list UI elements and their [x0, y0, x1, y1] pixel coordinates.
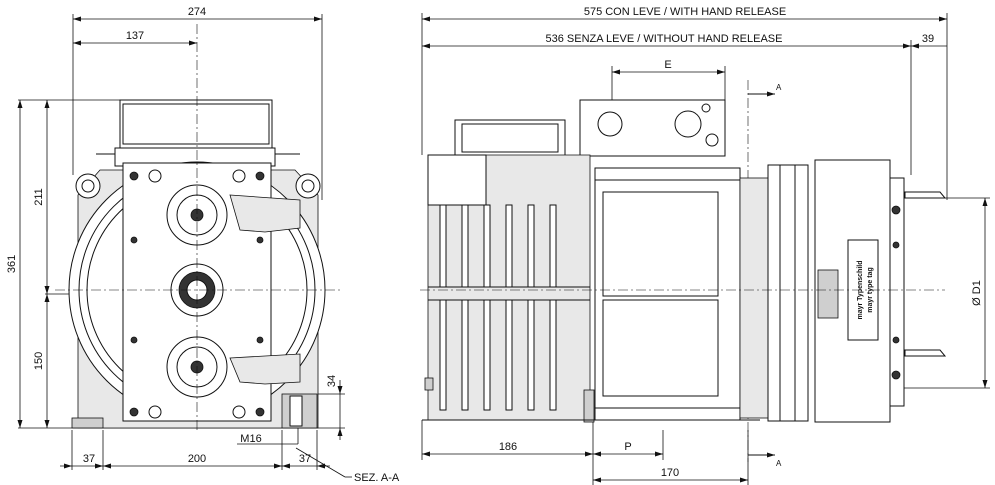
section-mark-bottom: A [776, 459, 782, 468]
side-sheave [594, 167, 741, 421]
dim-274: 274 [188, 6, 206, 18]
dim-536: 536 SENZA LEVE / WITHOUT HAND RELEASE [546, 33, 783, 45]
dim-39: 39 [922, 33, 934, 45]
dim-e: E [664, 59, 671, 71]
section-mark-top: A [776, 83, 782, 92]
dim-361: 361 [6, 255, 18, 273]
dim-37-right: 37 [299, 453, 311, 465]
dim-p: P [624, 441, 631, 453]
dim-575: 575 CON LEVE / WITH HAND RELEASE [584, 6, 786, 18]
dim-34: 34 [326, 375, 338, 387]
dim-170: 170 [661, 467, 679, 479]
dim-d1: Ø D1 [971, 280, 983, 306]
hand-release-lever-upper[interactable] [904, 191, 947, 199]
dim-211: 211 [33, 188, 45, 206]
dim-200: 200 [188, 453, 206, 465]
dim-37-left: 37 [83, 453, 95, 465]
section-ref-label: SEZ. A-A [354, 472, 400, 484]
dim-186: 186 [499, 441, 517, 453]
front-view: 274 137 361 211 150 34 M16 [6, 6, 400, 484]
hand-release-lever-lower[interactable] [904, 349, 947, 357]
dim-m16: M16 [240, 433, 261, 445]
side-view: 575 CON LEVE / WITH HAND RELEASE 536 SEN… [420, 6, 990, 485]
dim-137: 137 [126, 30, 144, 42]
dim-150: 150 [33, 352, 45, 370]
